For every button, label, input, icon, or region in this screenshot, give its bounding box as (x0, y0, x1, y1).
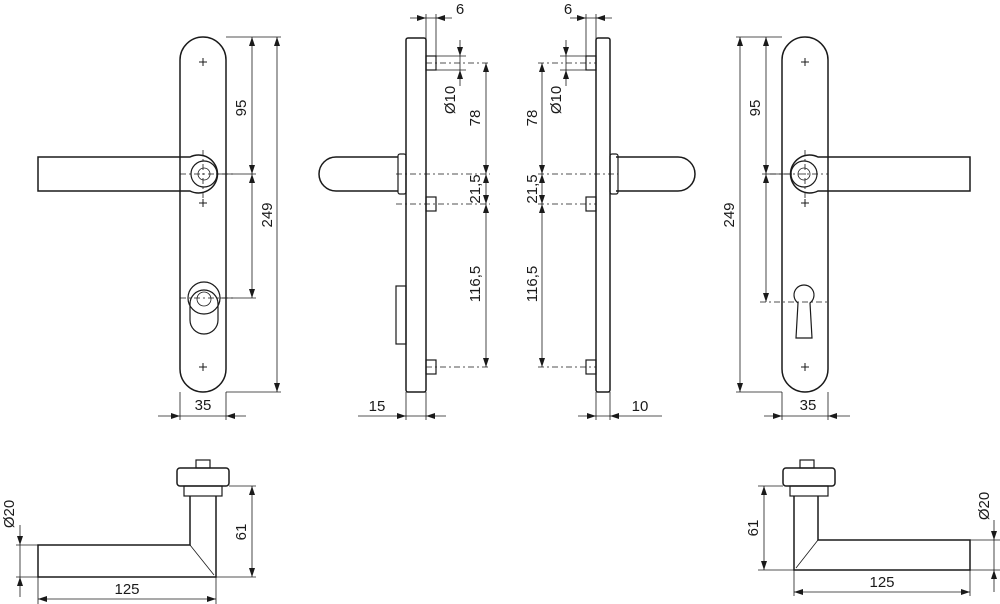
dim-61-label: 61 (233, 524, 250, 541)
cylinder-profile (189, 289, 219, 335)
rose-base (183, 485, 223, 497)
backplate-profile (595, 37, 611, 393)
dim-rose-diameter-label: Ø20 (976, 492, 993, 520)
dim-rose-diameter-label: Ø20 (1, 500, 18, 528)
dim-95-label: 95 (233, 100, 250, 117)
dim-95-label: 95 (747, 100, 764, 117)
front-view-left: 95 249 35 (37, 36, 281, 420)
screw-mark (198, 198, 208, 208)
screw-mark (800, 198, 810, 208)
backplate-outline (179, 36, 227, 393)
screw-mark (198, 57, 208, 67)
dim-21-5-label: 21,5 (467, 174, 484, 203)
dim-249-label: 249 (721, 202, 738, 227)
cylinder-core (196, 291, 212, 307)
side-view-left: 6 Ø10 78 21,5 116,5 15 (318, 1, 490, 420)
backplate-outline (781, 36, 829, 393)
dim-21-5-label: 21,5 (524, 174, 541, 203)
screw-mark (198, 362, 208, 372)
dim-6-label: 6 (456, 1, 464, 18)
dim-10-label: 10 (632, 398, 649, 415)
dim-116-5-label: 116,5 (524, 266, 541, 302)
dim-125-label: 125 (869, 574, 894, 591)
backplate-profile (405, 37, 427, 393)
lever-side (318, 156, 398, 192)
dim-pin-diameter-label: Ø10 (548, 86, 565, 114)
rose-top (176, 467, 230, 487)
dim-116-5-label: 116,5 (467, 266, 484, 302)
dim-35-label: 35 (800, 397, 817, 414)
spindle-stub (195, 459, 211, 469)
keyhole-profile (793, 284, 815, 339)
dim-35-label: 35 (195, 397, 212, 414)
lever-body (793, 496, 971, 571)
dim-pin-diameter-label: Ø10 (442, 86, 459, 114)
dim-249-label: 249 (259, 202, 276, 227)
spindle-stub (799, 459, 815, 469)
front-view-right: 95 249 35 (721, 36, 971, 420)
dim-78-label: 78 (524, 110, 541, 127)
dim-6-label: 6 (564, 1, 572, 18)
dim-125-label: 125 (114, 581, 139, 598)
lever-side (616, 156, 696, 192)
dim-15-label: 15 (369, 398, 386, 415)
rose-top (782, 467, 836, 487)
lever-top-view-left: Ø20 61 125 (1, 459, 256, 604)
rose-base (789, 485, 829, 497)
screw-mark (800, 362, 810, 372)
dim-61-label: 61 (745, 520, 762, 537)
side-view-right: 6 Ø10 78 21,5 116,5 10 (524, 1, 696, 420)
lever-body (37, 496, 217, 578)
lever-top-view-right: 61 Ø20 125 (745, 459, 1000, 596)
cylinder-boss (395, 285, 407, 345)
screw-mark (800, 57, 810, 67)
dim-78-label: 78 (467, 110, 484, 127)
